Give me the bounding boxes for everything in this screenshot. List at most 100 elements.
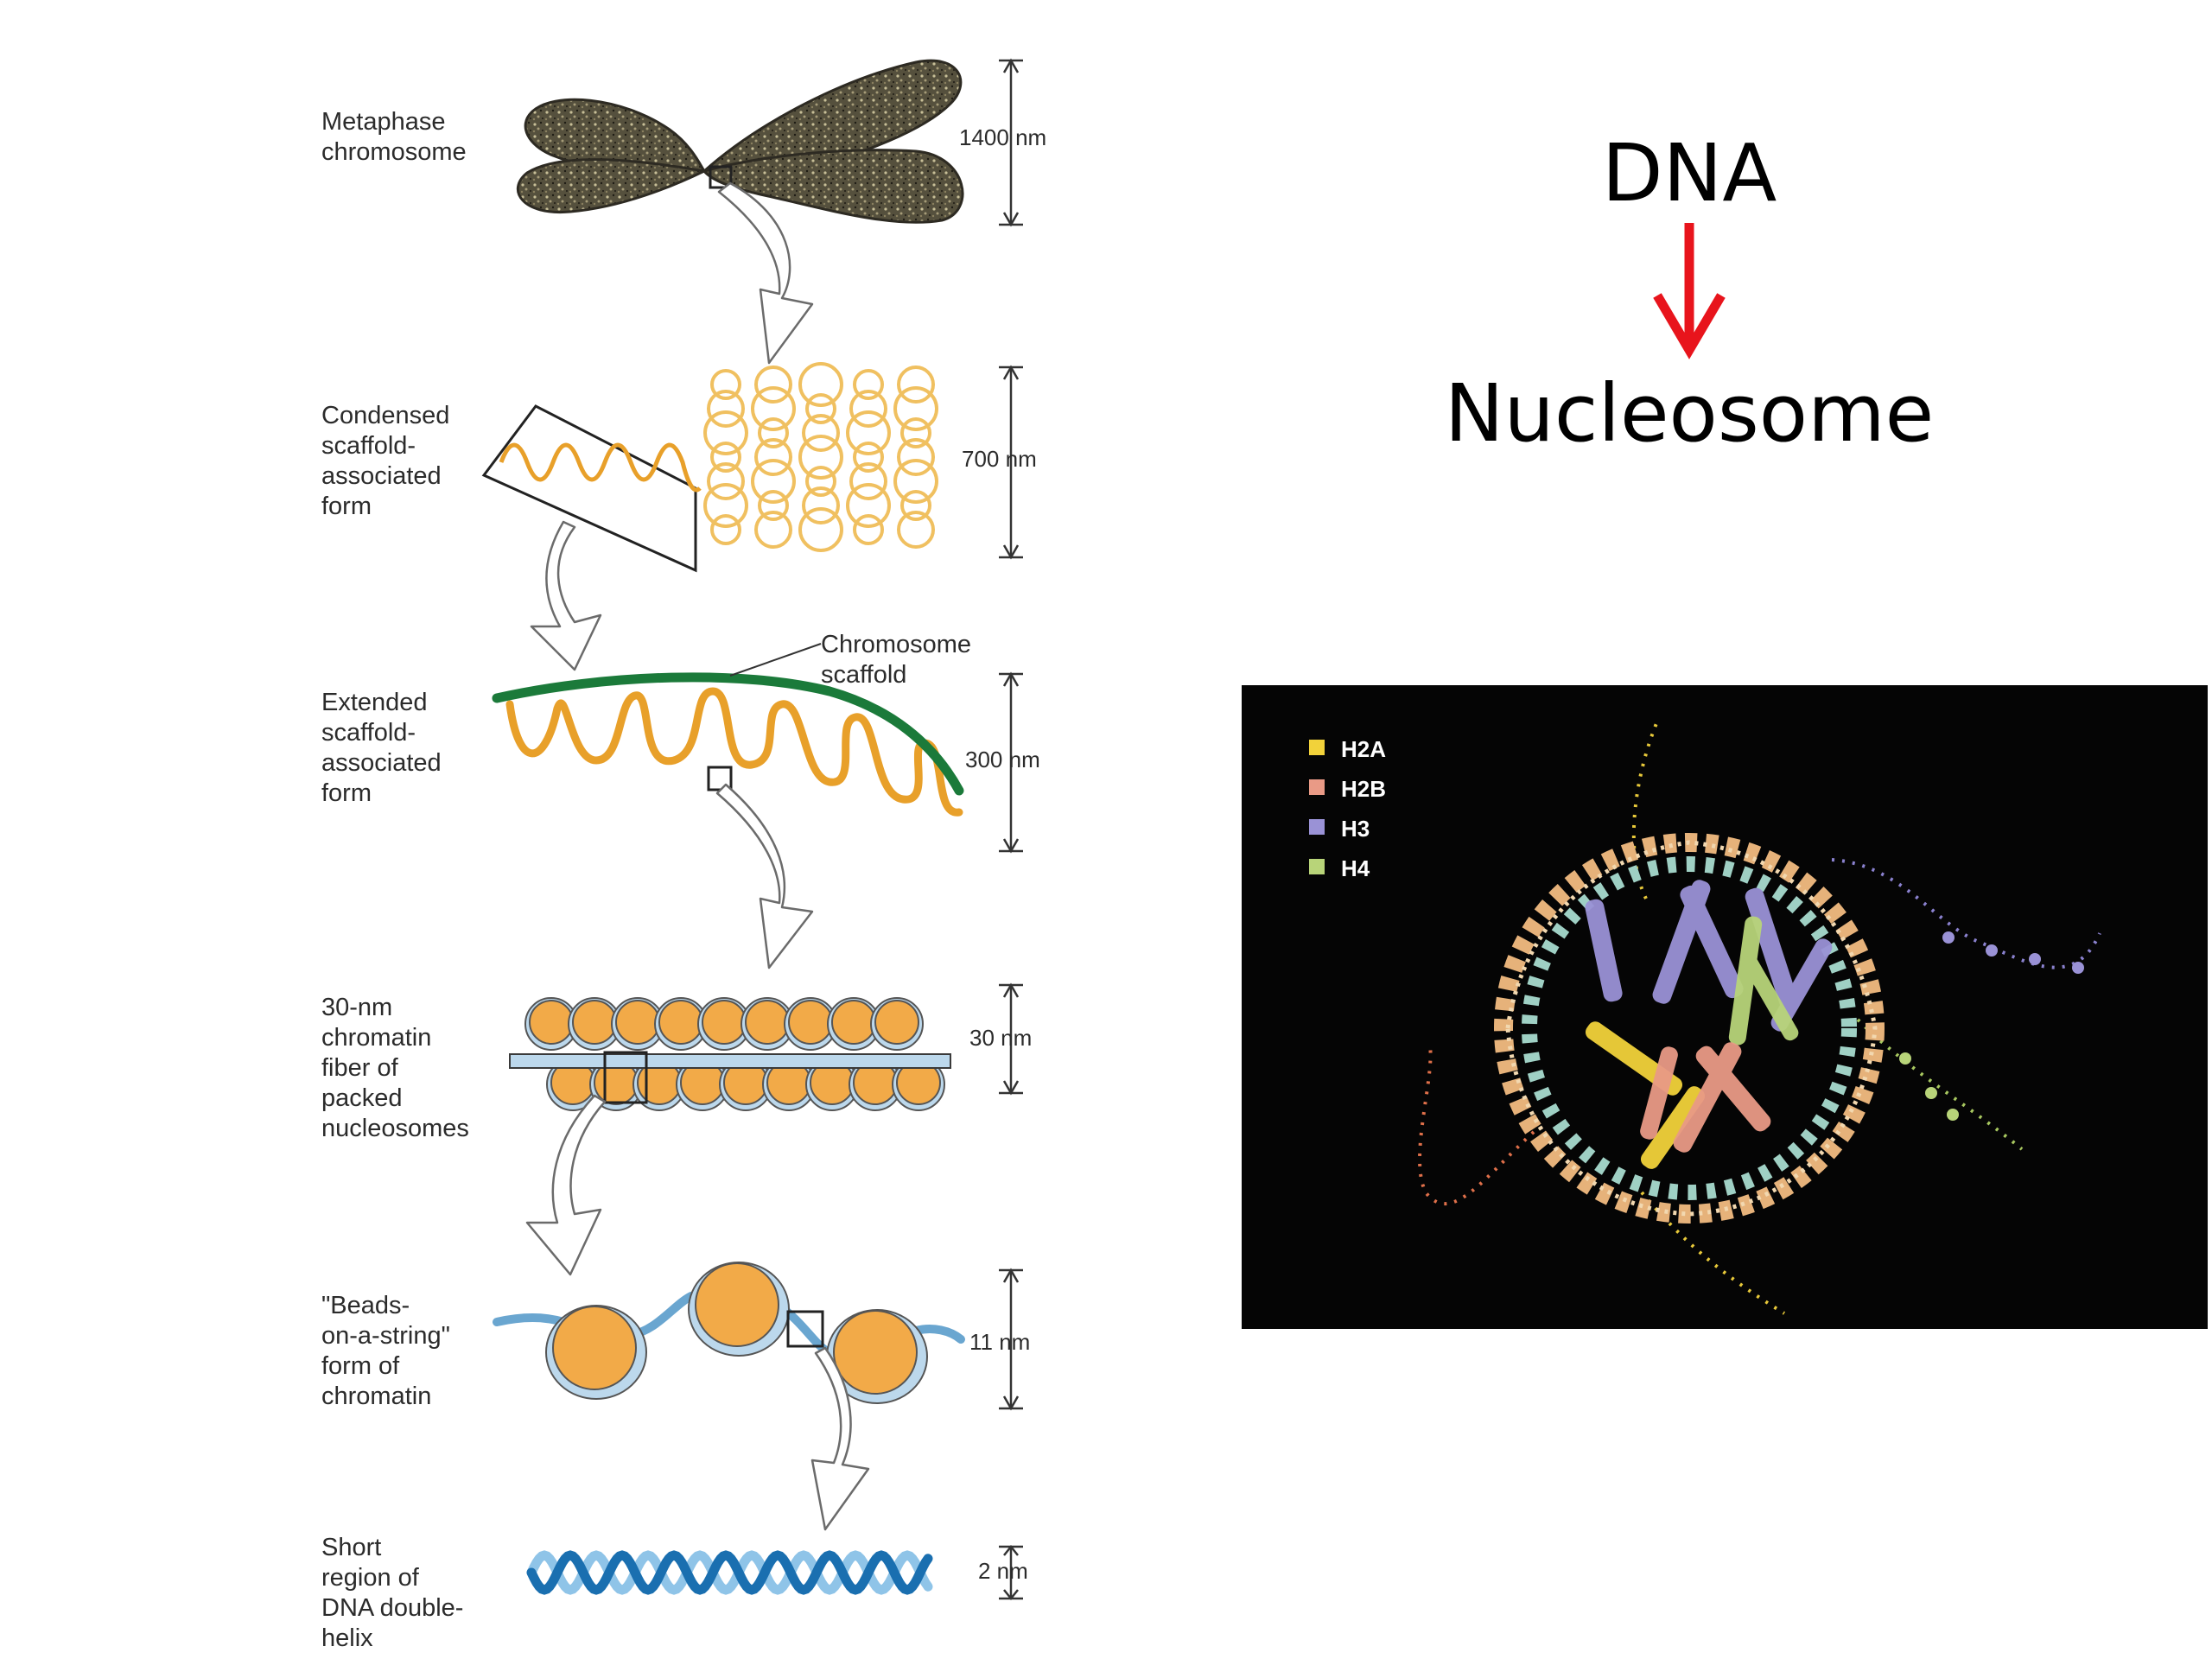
label-line: scaffold- xyxy=(321,719,416,747)
legend-swatch-h2a xyxy=(1309,740,1325,755)
nucleosome-label: Nucleosome xyxy=(1445,367,1935,460)
zoom-box xyxy=(709,165,733,189)
condensed-loop-coil xyxy=(893,365,939,549)
legend-label-h4: H4 xyxy=(1341,855,1370,881)
stage-label-30nm-fiber: 30-nm chromatin fiber of packed nucleoso… xyxy=(321,994,469,1142)
label-line: form xyxy=(321,493,372,520)
histone-h4-helices xyxy=(1728,916,1799,1046)
histone-tail-h2a xyxy=(1640,1191,1786,1315)
label-line: Chromosome xyxy=(821,631,971,658)
condensed-loop-coil xyxy=(798,362,844,552)
condensed-loops-figure xyxy=(481,362,939,573)
legend-label-h3: H3 xyxy=(1341,816,1370,842)
histone-h3-helices xyxy=(1585,880,1833,1032)
label-line: chromatin xyxy=(321,1382,431,1410)
histone-h2b-helices xyxy=(1640,1042,1771,1153)
legend-swatch-h3 xyxy=(1309,819,1325,835)
chromosome-arm-lower-right xyxy=(702,149,964,224)
zoom-box xyxy=(786,1310,824,1348)
fiber-bead xyxy=(658,1000,703,1045)
label-line: Short xyxy=(321,1534,381,1561)
chromosome-arm-lower-left xyxy=(517,158,709,214)
stage-label-condensed: Condensed scaffold- associated form xyxy=(321,402,456,520)
label-line: on-a-string" xyxy=(321,1322,450,1350)
dimension-bar-11nm xyxy=(999,1268,1023,1411)
fiber-bead xyxy=(831,1000,876,1045)
zoom-box xyxy=(603,1051,648,1104)
dimension-bar-2nm xyxy=(999,1544,1023,1601)
legend-swatch-h2b xyxy=(1309,779,1325,795)
zoom-parallelogram xyxy=(481,404,697,573)
dimension-bar-700nm xyxy=(999,365,1023,560)
zoom-arrow xyxy=(530,520,602,671)
label-line: DNA double- xyxy=(321,1594,463,1622)
histone-legend: H2A H2B H3 H4 xyxy=(1309,736,1386,881)
label-line: scaffold xyxy=(821,661,906,689)
label-line: scaffold- xyxy=(321,432,416,460)
dna-superhelix-inner xyxy=(1522,856,1857,1200)
dimension-label-1400nm: 1400 nm xyxy=(959,124,1046,150)
nucleosome-structure-panel: H2A H2B H3 H4 xyxy=(1242,685,2208,1329)
zoomed-loop-strand xyxy=(499,442,702,493)
nucleosome-bead xyxy=(688,1262,790,1357)
fiber-bead xyxy=(874,1000,919,1045)
label-line: form of xyxy=(321,1352,400,1380)
structure-panel-background xyxy=(1242,685,2208,1329)
legend-swatch-h4 xyxy=(1309,859,1325,874)
label-line: Metaphase xyxy=(321,108,446,136)
stage-label-extended: Extended scaffold- associated form xyxy=(321,689,448,807)
chromosome-scaffold-line xyxy=(492,672,964,796)
label-line: form xyxy=(321,779,372,807)
condensed-loop-coil xyxy=(703,369,749,545)
dna-label: DNA xyxy=(1602,127,1777,219)
scaffold-label: Chromosome scaffold xyxy=(821,631,978,689)
label-line: packed xyxy=(321,1084,403,1112)
nucleosome-3d-model xyxy=(1418,716,2101,1315)
condensed-loop-coil xyxy=(751,365,797,549)
beads-on-string-figure xyxy=(493,1262,965,1404)
dimension-bar-300nm xyxy=(999,671,1023,854)
dimension-bar-30nm xyxy=(999,982,1023,1096)
dimension-label-11nm: 11 nm xyxy=(969,1329,1030,1355)
fiber-bead xyxy=(702,1000,747,1045)
condensed-loop-coils xyxy=(703,362,939,552)
dimension-label-2nm: 2 nm xyxy=(978,1558,1028,1584)
dimension-bar-1400nm xyxy=(999,58,1023,227)
label-line: associated xyxy=(321,749,442,777)
dimension-label-30nm: 30 nm xyxy=(969,1025,1032,1051)
dna-to-nucleosome-flow: DNA Nucleosome xyxy=(1445,127,1935,460)
zoom-arrow xyxy=(525,1094,607,1276)
tail-modification-markers xyxy=(1899,931,2084,1121)
label-line: "Beads- xyxy=(321,1292,410,1319)
label-line: nucleosomes xyxy=(321,1115,469,1142)
label-line: helix xyxy=(321,1624,373,1652)
nucleosome-bead xyxy=(545,1305,647,1400)
dna-strand-dark xyxy=(526,1550,933,1595)
chromatin-packing-diagram: Metaphase chromosome Condensed scaffold-… xyxy=(321,58,1046,1652)
condensed-loop-coil xyxy=(846,369,892,545)
dna-strand-light xyxy=(526,1550,933,1595)
stage-label-dna-helix: Short region of DNA double- helix xyxy=(321,1534,471,1652)
label-line: chromatin xyxy=(321,1024,431,1052)
label-line: Extended xyxy=(321,689,428,716)
dimension-bars xyxy=(999,58,1023,1601)
dna-backbone-wave xyxy=(1505,840,1878,1217)
loop-strand xyxy=(505,687,963,817)
label-line: fiber of xyxy=(321,1054,399,1082)
legend-label-h2b: H2B xyxy=(1341,776,1386,802)
dimension-label-700nm: 700 nm xyxy=(962,446,1037,472)
dimension-label-300nm: 300 nm xyxy=(965,747,1040,772)
fiber-bead xyxy=(529,1000,574,1045)
zoom-arrow xyxy=(810,1346,870,1531)
metaphase-chromosome-figure xyxy=(517,59,964,224)
fiber-bead xyxy=(788,1000,833,1045)
fiber-bead xyxy=(572,1000,617,1045)
stage-label-metaphase: Metaphase chromosome xyxy=(321,108,467,166)
zoom-arrow xyxy=(717,181,814,365)
zoom-arrows xyxy=(525,181,870,1531)
fiber-bead xyxy=(615,1000,660,1045)
label-line: chromosome xyxy=(321,138,467,166)
legend-label-h2a: H2A xyxy=(1341,736,1386,762)
scaffold-leader-line xyxy=(729,643,822,677)
